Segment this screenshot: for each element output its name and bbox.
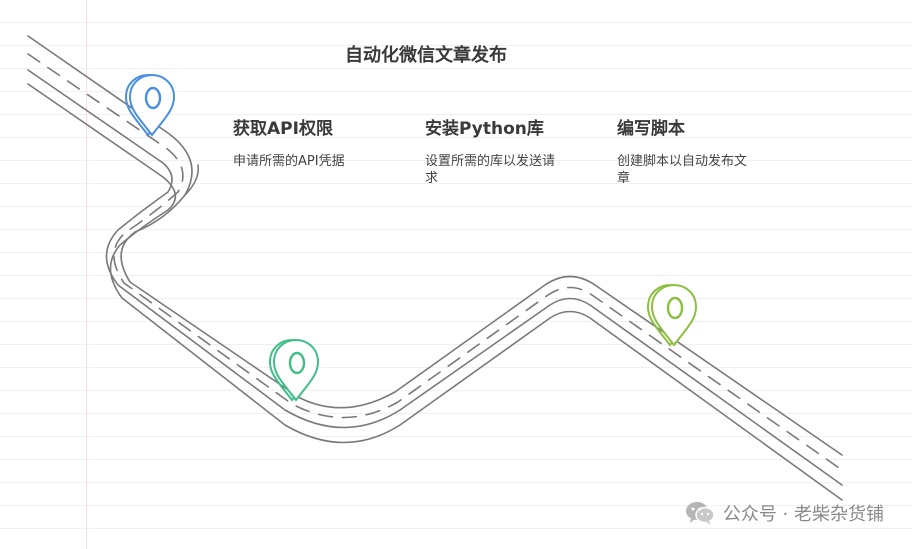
step-install-python-lib: 安装Python库 设置所需的库以发送请求 bbox=[425, 114, 595, 187]
wechat-icon bbox=[685, 502, 715, 525]
watermark: 公众号 · 老柴杂货铺 bbox=[685, 500, 884, 526]
road-edge-upper bbox=[27, 35, 843, 456]
step-api-permission: 获取API权限 申请所需的API凭据 bbox=[233, 114, 403, 170]
step-description: 申请所需的API凭据 bbox=[233, 154, 345, 169]
step-description: 创建脚本以自动发布文章 bbox=[617, 154, 748, 186]
watermark-text: 公众号 · 老柴杂货铺 bbox=[722, 504, 884, 525]
road-edge-lower-3d bbox=[27, 83, 843, 501]
step-title: 获取API权限 bbox=[233, 119, 333, 139]
location-pin-icon bbox=[268, 338, 320, 402]
location-pin-icon bbox=[124, 73, 176, 137]
step-write-script: 编写脚本 创建脚本以自动发布文章 bbox=[617, 114, 787, 187]
road-center-dashes bbox=[27, 53, 843, 471]
diagram-title: 自动化微信文章发布 bbox=[345, 45, 507, 66]
margin-line bbox=[86, 0, 87, 549]
road-edge-upper-3d bbox=[184, 164, 200, 196]
step-description: 设置所需的库以发送请求 bbox=[425, 154, 556, 186]
location-pin-icon bbox=[646, 283, 698, 347]
step-title: 编写脚本 bbox=[617, 119, 685, 139]
step-title: 安装Python库 bbox=[425, 119, 544, 139]
